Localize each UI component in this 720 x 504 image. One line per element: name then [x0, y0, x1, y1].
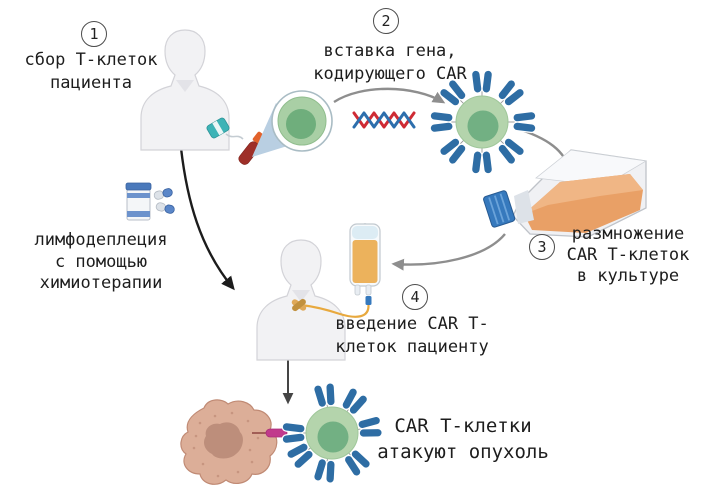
step-2-line-2: кодирующего CAR — [313, 64, 467, 84]
car-t-cell-attacking — [281, 380, 384, 486]
arrow-gene-insertion — [333, 87, 446, 104]
step-badge-3: 3 — [529, 234, 555, 260]
flask-cap — [483, 190, 516, 228]
iv-bag-liquid — [352, 240, 378, 283]
chemo-line-1: лимфодеплеция — [34, 230, 168, 250]
chest-port-icon — [291, 298, 307, 312]
iv-bag — [300, 223, 381, 318]
step-4-line-1: введение CAR Т- — [335, 314, 489, 334]
step-4-label: введение CAR Т- клеток пациенту — [327, 313, 497, 359]
step-3-line-1: размножение — [571, 224, 685, 244]
step-badge-2: 2 — [373, 8, 399, 34]
t-cell-body — [305, 406, 359, 460]
arrow-collection-to-infusion — [179, 147, 235, 291]
pill-bottle-icon — [125, 182, 152, 221]
chemo-line-3: химиотерапии — [39, 273, 163, 293]
step-3-label: размножение CAR Т-клеток в культуре — [543, 224, 713, 287]
car-t-cell-top — [429, 69, 537, 175]
step-badge-4: 4 — [402, 284, 428, 310]
tumor-cell — [180, 399, 278, 485]
step-1-label: сбор Т-клеток пациента — [6, 49, 176, 94]
outcome-line-1: CAR Т-клетки — [394, 415, 532, 437]
car-receptor-icon — [311, 456, 339, 486]
car-receptor-icon — [311, 380, 339, 410]
magnifier-callout — [252, 90, 333, 157]
step-3-line-3: в культуре — [576, 266, 680, 286]
step-3-line-2: CAR Т-клеток — [566, 245, 690, 265]
iv-line-clamp — [365, 296, 372, 305]
chemo-note-label: лимфодеплеция с помощью химиотерапии — [16, 230, 186, 295]
step-1-line-2: пациента — [50, 72, 132, 93]
outcome-line-2: атакуют опухоль — [377, 441, 549, 463]
chemo-line-2: с помощью — [54, 251, 148, 272]
outcome-label: CAR Т-клетки атакуют опухоль — [373, 413, 553, 465]
apheresis-device-icon — [206, 117, 230, 139]
step-2-line-1: вставка гена, — [323, 41, 457, 61]
car-receptor-icon — [511, 110, 537, 134]
culture-flask — [483, 149, 648, 238]
car-receptor-icon — [429, 110, 455, 134]
iv-tube — [300, 303, 370, 318]
capsule-icon — [152, 187, 174, 201]
tumor-antigen — [265, 428, 288, 438]
step-2-label: вставка гена, кодирующего CAR — [305, 40, 475, 86]
blood-draw-tubing — [225, 133, 244, 140]
chemo-pills — [125, 182, 176, 221]
step-1-line-1: сбор Т-клеток — [24, 50, 158, 70]
dna-helix-icon — [352, 111, 416, 129]
car-receptor-icon — [470, 149, 494, 175]
arrow-flask-to-iv-bag — [391, 233, 506, 271]
t-cell-body — [455, 95, 509, 149]
step-badge-1: 1 — [81, 21, 107, 47]
step-4-line-2: клеток пациенту — [335, 337, 489, 357]
capsule-icon — [154, 201, 176, 215]
